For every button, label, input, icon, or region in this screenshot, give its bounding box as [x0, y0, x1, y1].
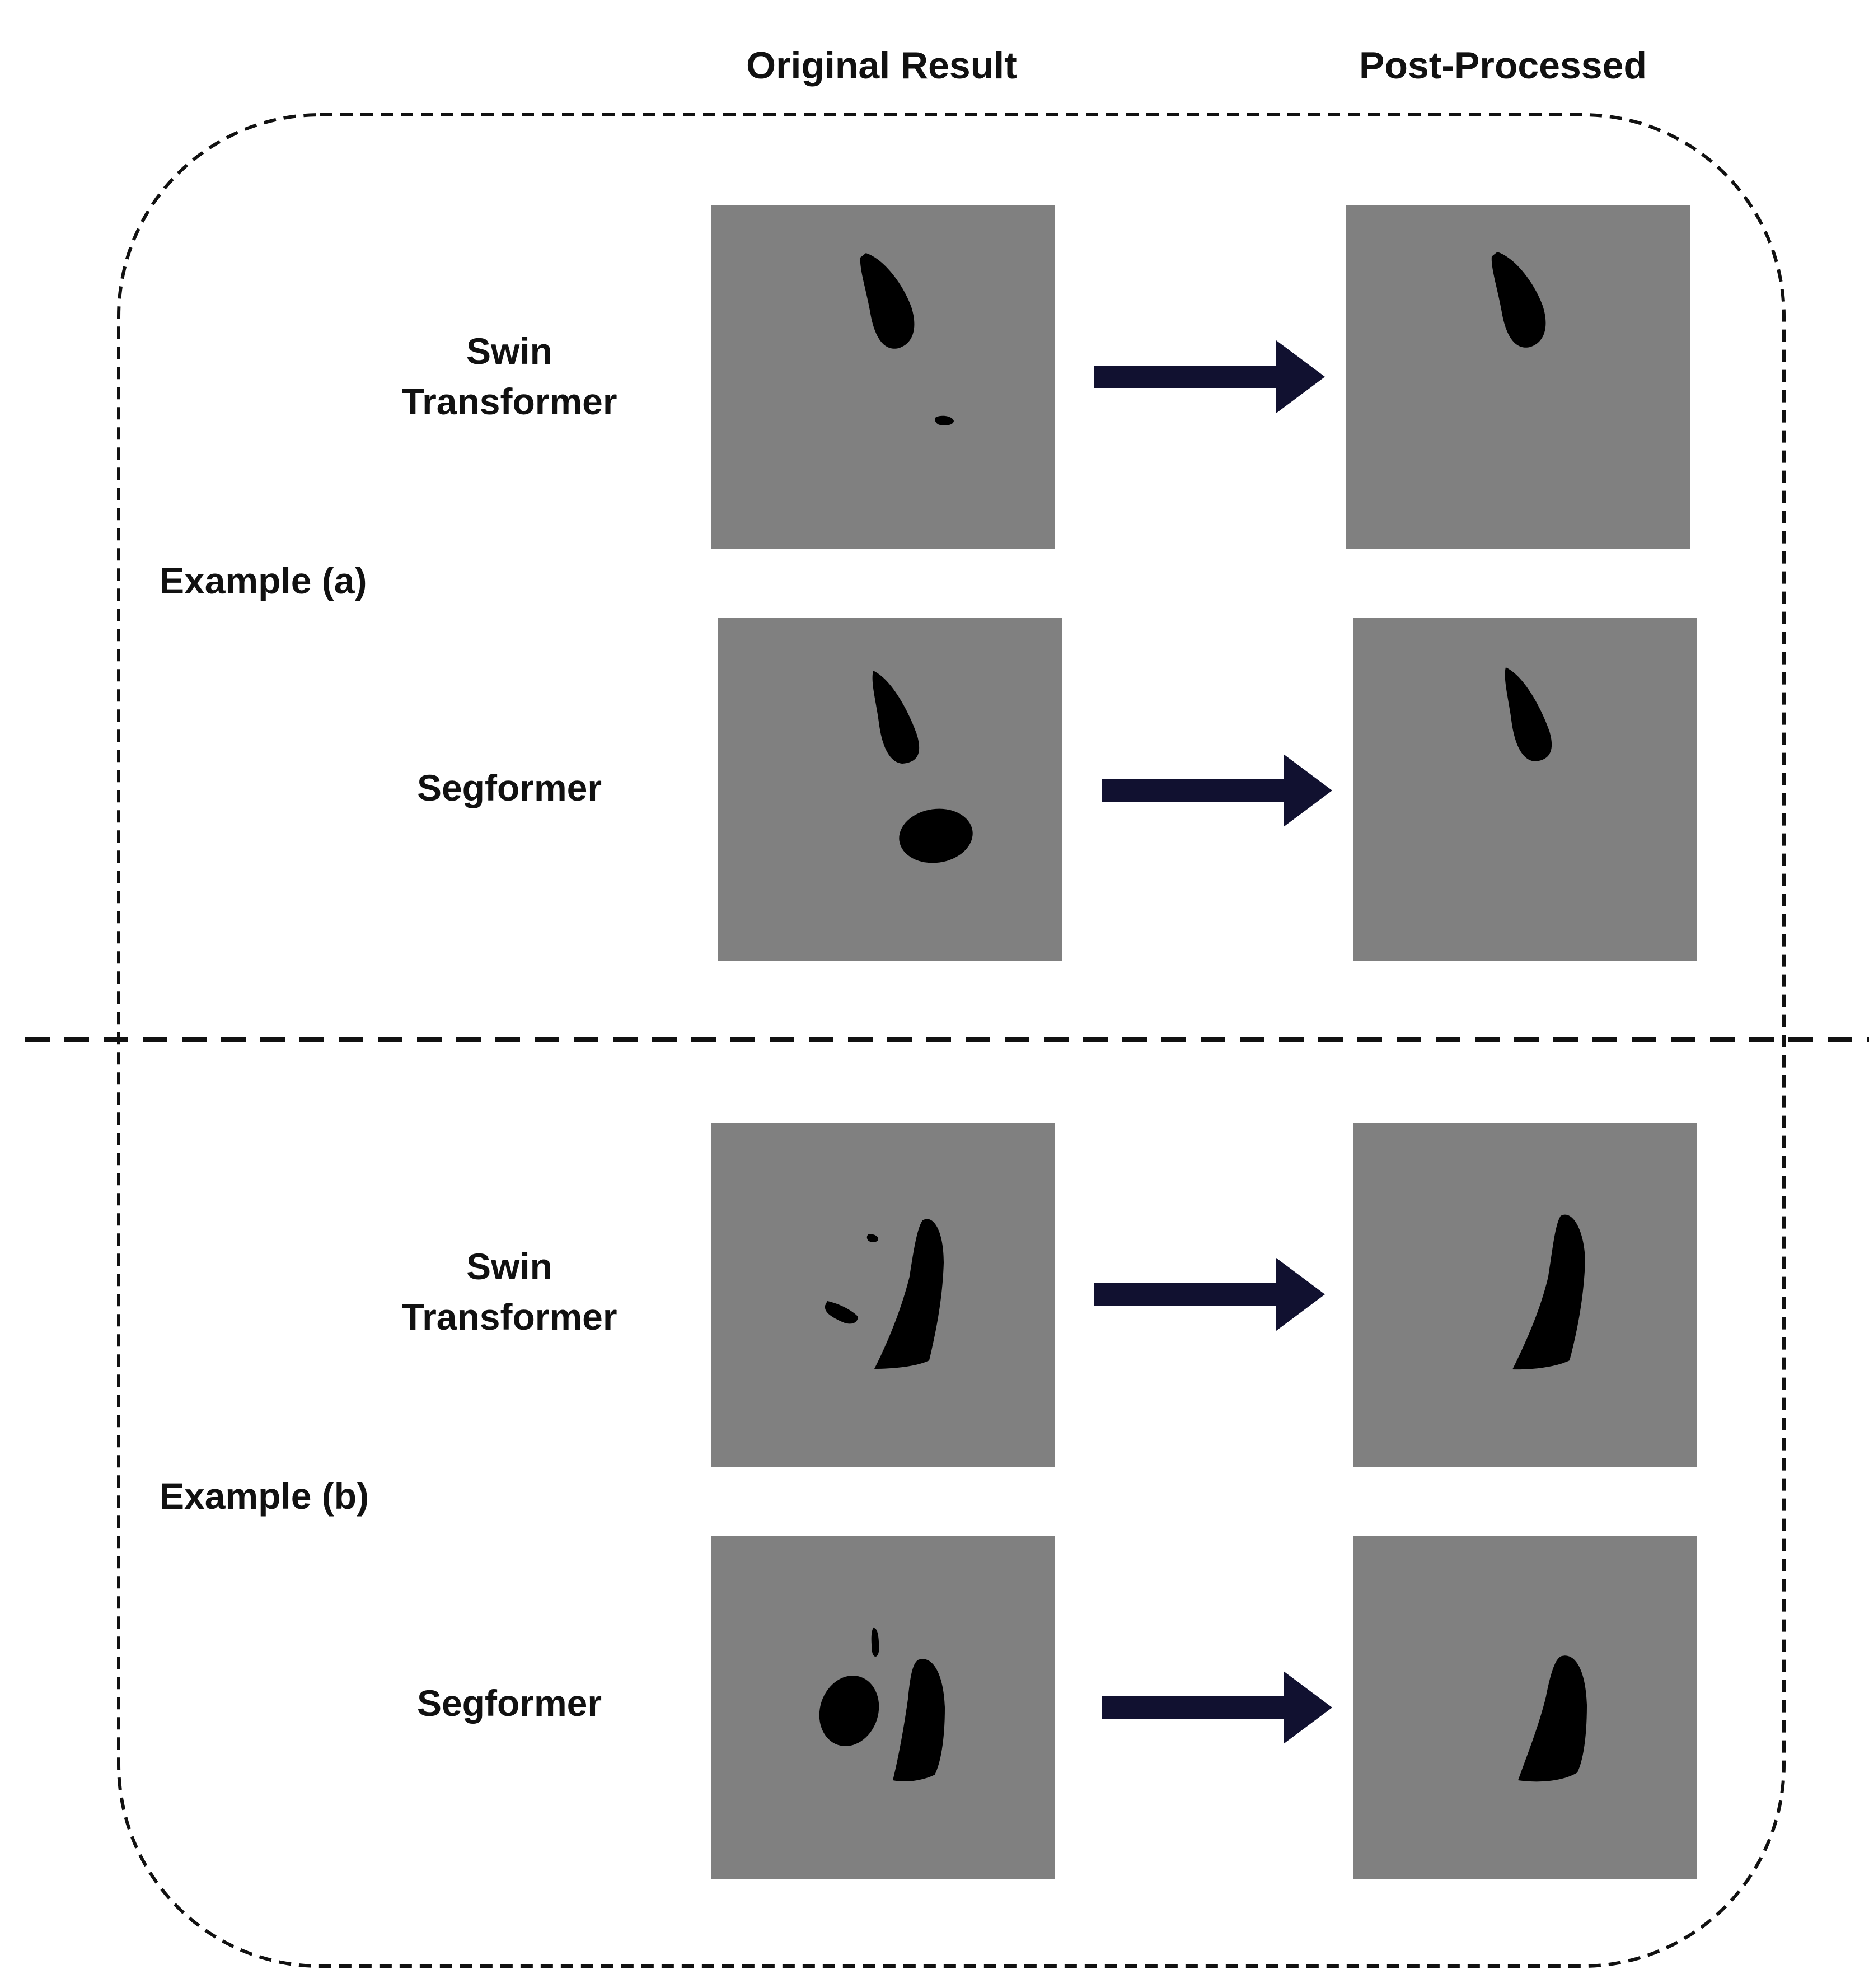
- mask-panel-a1-original: [711, 205, 1055, 549]
- mask-panel-b1-post: [1353, 1123, 1697, 1467]
- mask-blob: [893, 1659, 945, 1781]
- mask-speck: [866, 1234, 879, 1242]
- mask-blob: [819, 1676, 879, 1746]
- column-header-original: Original Result: [746, 44, 1017, 87]
- mask-speck: [871, 1627, 879, 1657]
- model-label-a1-line1: Swin: [466, 330, 552, 372]
- mask-blob: [899, 808, 973, 863]
- model-label-a2: Segformer: [417, 767, 602, 808]
- mask-blob: [1518, 1655, 1587, 1782]
- mask-blob: [1505, 667, 1552, 761]
- model-label-b2: Segformer: [417, 1682, 602, 1724]
- mask-panel-a2-original: [718, 618, 1062, 961]
- mask-speck: [825, 1301, 858, 1324]
- example-b-label: Example (b): [160, 1475, 369, 1517]
- arrow-b2: [1102, 1671, 1332, 1744]
- mask-panel-a1-post: [1346, 205, 1690, 549]
- arrow-b1: [1094, 1258, 1325, 1331]
- column-header-post-processed: Post-Processed: [1359, 44, 1647, 87]
- model-label-b1-line2: Transformer: [401, 1296, 617, 1337]
- mask-blob: [1491, 252, 1546, 348]
- example-a-label: Example (a): [160, 560, 367, 601]
- mask-panel-b1-original: [711, 1123, 1055, 1467]
- mask-blob: [860, 253, 915, 349]
- mask-panel-a2-post: [1353, 618, 1697, 961]
- mask-panel-b2-original: [711, 1536, 1055, 1879]
- mask-blob: [1512, 1214, 1585, 1370]
- arrow-a2: [1102, 754, 1332, 827]
- mask-blob: [872, 671, 920, 764]
- model-label-a1-line2: Transformer: [401, 381, 617, 422]
- mask-blob: [874, 1219, 944, 1369]
- model-label-b1-line1: Swin: [466, 1246, 552, 1287]
- mask-speck: [935, 415, 954, 425]
- mask-panel-b2-post: [1353, 1536, 1697, 1879]
- arrow-a1: [1094, 340, 1325, 413]
